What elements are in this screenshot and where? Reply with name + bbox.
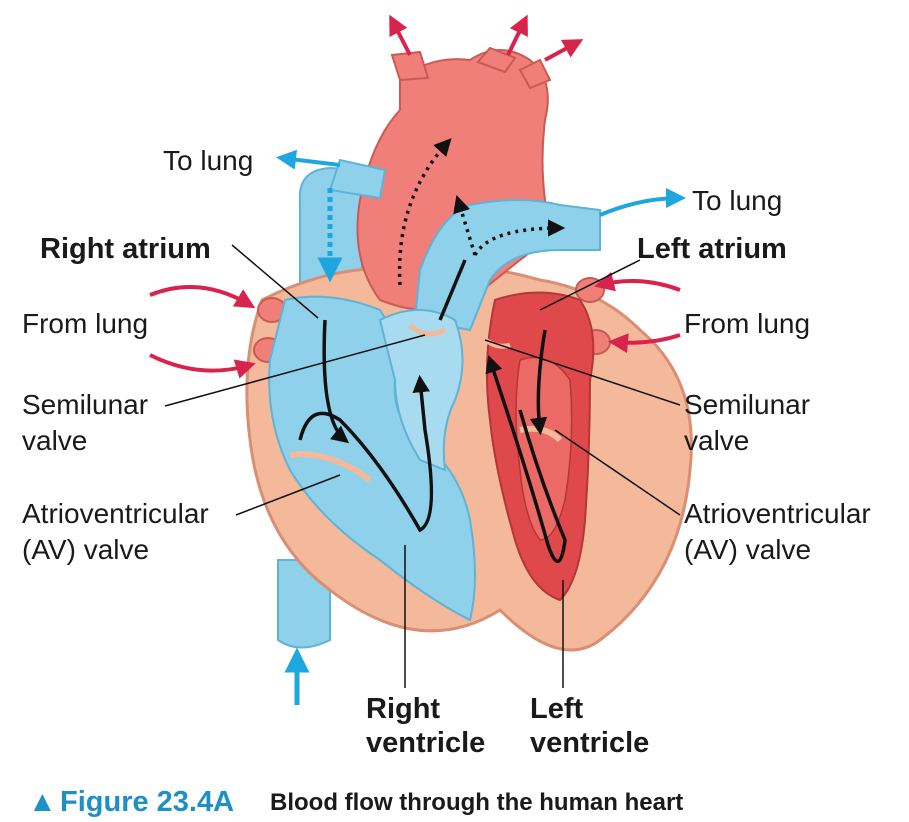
label-semilunar-left-1: Semilunar	[22, 389, 148, 420]
leader-semilunar-left	[164, 334, 426, 407]
label-left-ventricle-2: ventricle	[530, 727, 649, 759]
heart-illustration	[245, 46, 693, 652]
labels: To lung To lung Right atrium Left atrium…	[22, 145, 871, 759]
red-arrow-aorta-mid	[506, 14, 528, 56]
label-to-lung-right: To lung	[692, 185, 782, 216]
label-av-right-1: Atrioventricular	[684, 498, 871, 529]
red-arrow-from-lung-right-upper	[594, 271, 681, 292]
label-right-ventricle-1: Right	[366, 693, 440, 725]
figure-caption: ▲ Figure 23.4A Blood flow through the hu…	[28, 786, 683, 818]
label-right-ventricle-2: ventricle	[366, 727, 485, 759]
blue-arrow-to-lung-right	[599, 188, 686, 217]
red-arrow-aorta-left	[389, 14, 412, 56]
red-arrow-aorta-right	[544, 39, 584, 62]
leader-av-right	[554, 429, 681, 516]
black-dotted-to-aorta	[397, 138, 452, 286]
label-right-atrium: Right atrium	[40, 233, 211, 265]
red-arrow-from-lung-left-upper	[149, 285, 256, 309]
black-flow-right-atrium	[322, 319, 350, 444]
label-av-left-1: Atrioventricular	[22, 498, 209, 529]
caption-marker: ▲	[28, 786, 57, 818]
aorta-branch-right	[518, 58, 552, 90]
label-from-lung-left: From lung	[22, 308, 148, 339]
label-semilunar-left-2: valve	[22, 425, 87, 456]
leader-semilunar-right	[484, 339, 681, 406]
pulmonary-artery-left-branch	[328, 158, 387, 200]
aorta-branch-left	[390, 50, 430, 82]
black-flow-left-atrium	[529, 329, 548, 436]
label-to-lung-left: To lung	[163, 145, 253, 176]
caption-text: Blood flow through the human heart	[270, 789, 683, 816]
label-left-atrium: Left atrium	[637, 233, 787, 265]
leader-av-left	[235, 474, 341, 516]
av-valve-right	[289, 451, 372, 483]
black-dotted-pulmonary-split-up	[453, 194, 477, 256]
semilunar-valve-right	[408, 323, 447, 337]
semilunar-valve-left	[478, 333, 511, 349]
red-arrow-from-lung-right-lower	[608, 333, 681, 354]
label-from-lung-right: From lung	[684, 308, 810, 339]
flow-arrows	[149, 14, 686, 705]
leader-lines	[164, 244, 681, 688]
leader-left-atrium	[539, 259, 641, 311]
caption-figure-number: Figure 23.4A	[60, 786, 234, 818]
label-semilunar-right-1: Semilunar	[684, 389, 810, 420]
inferior-vena-cava	[277, 559, 331, 649]
black-flow-pulmonary	[438, 259, 467, 321]
label-av-right-2: (AV) valve	[684, 534, 811, 565]
label-av-left-2: (AV) valve	[22, 534, 149, 565]
aorta-branch-mid	[476, 46, 517, 74]
black-flow-left-loop	[485, 355, 567, 563]
black-flow-right-loop	[298, 374, 434, 533]
leader-right-atrium	[231, 244, 319, 319]
blue-arrow-to-lung-left	[276, 149, 341, 170]
label-semilunar-right-2: valve	[684, 425, 749, 456]
label-left-ventricle-1: Left	[530, 693, 584, 725]
red-arrow-from-lung-left-lower	[149, 353, 256, 379]
